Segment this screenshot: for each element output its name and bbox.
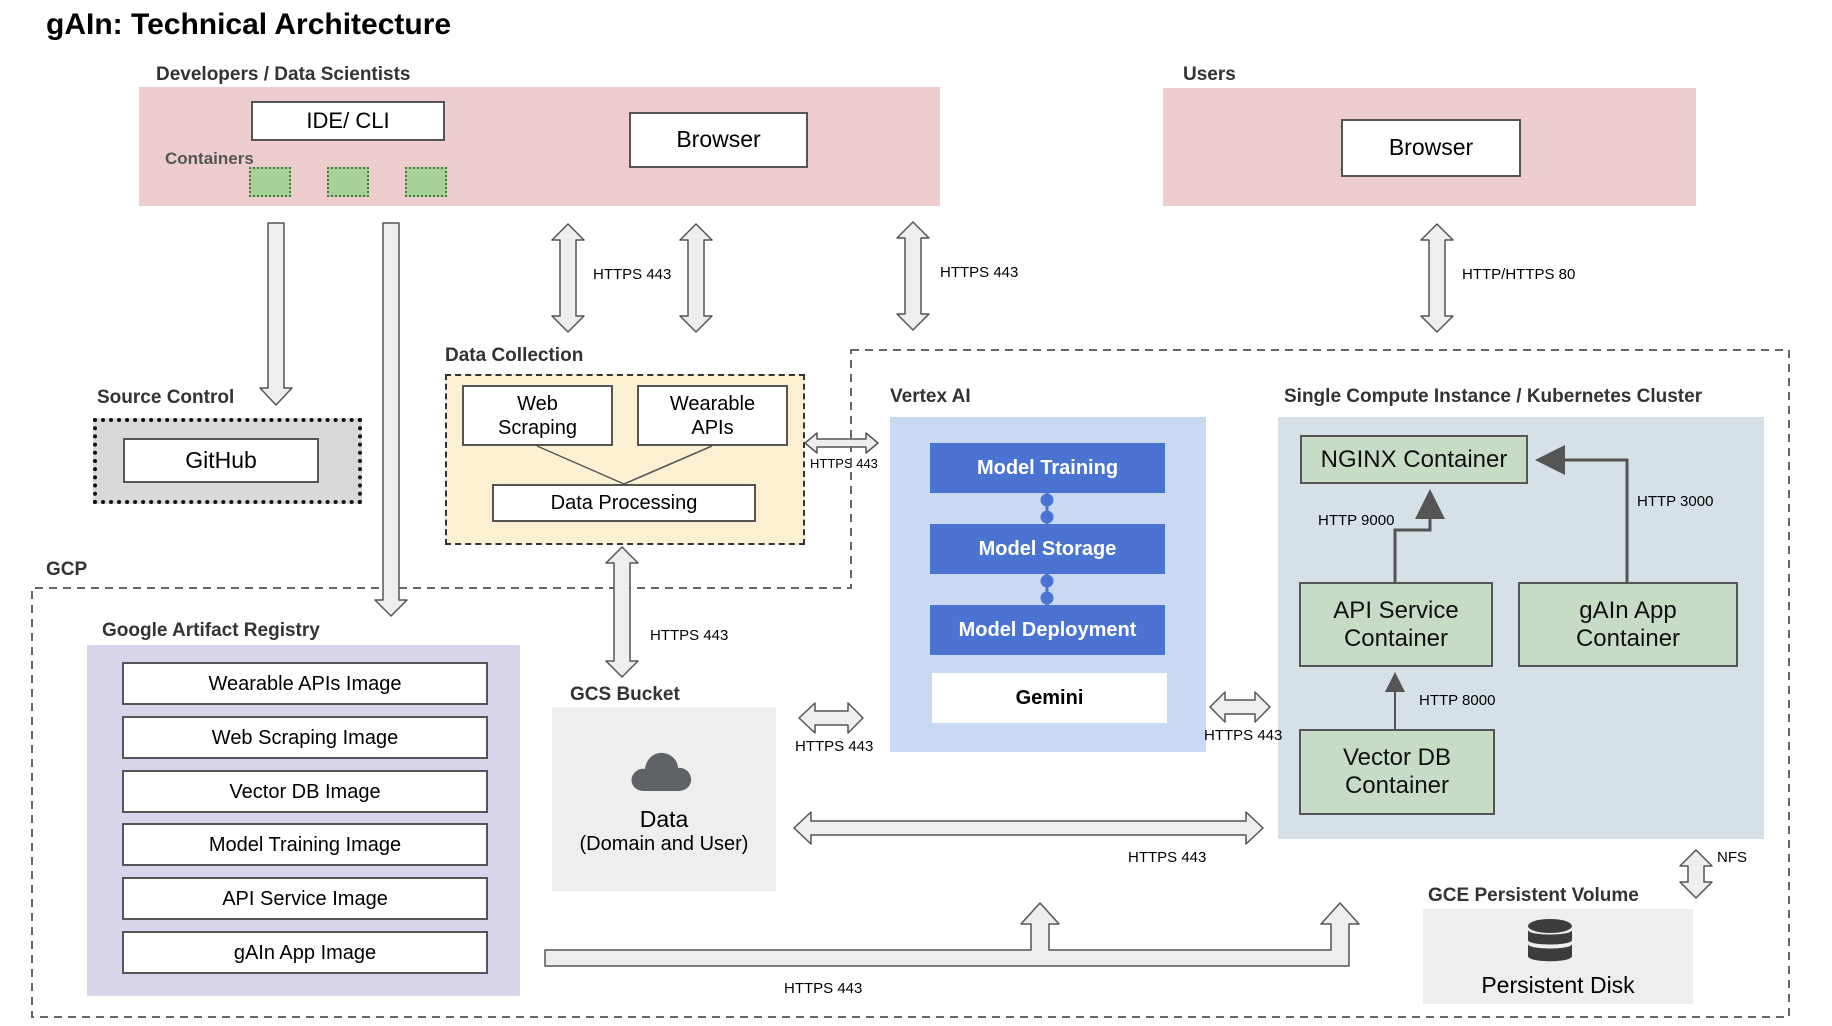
container-3 [405, 167, 447, 197]
arrow-dev-dc-1 [551, 223, 585, 333]
arrow-users-cluster [1420, 223, 1454, 333]
arrow-registry-vertex-cluster [544, 902, 1360, 967]
gcs-bucket-title: GCS Bucket [570, 684, 680, 705]
web-scraping-image: Web Scraping Image [122, 716, 488, 759]
vertex-dotted-connectors [1040, 493, 1054, 605]
wearable-to-processing-line [623, 445, 713, 485]
label-https-443-gcs-cluster: HTTPS 443 [1128, 849, 1207, 866]
persistent-disk-label: Persistent Disk [1481, 972, 1635, 998]
cloud-icon [631, 752, 692, 791]
label-nfs: NFS [1717, 849, 1747, 866]
github-box: GitHub [123, 438, 319, 483]
label-https-443-registry: HTTPS 443 [784, 980, 863, 997]
gcs-data-label: Data [639, 806, 689, 832]
arrow-cluster-pv [1679, 849, 1713, 899]
users-title: Users [1183, 64, 1236, 85]
label-https-443-dc-gcs: HTTPS 443 [650, 627, 729, 644]
model-storage-box: Model Storage [930, 524, 1165, 574]
gain-to-nginx-arrow [1535, 445, 1629, 582]
user-browser-box: Browser [1341, 119, 1521, 177]
cluster-title: Single Compute Instance / Kubernetes Clu… [1284, 386, 1703, 407]
developers-title: Developers / Data Scientists [156, 64, 411, 85]
label-https-443-vertex: HTTPS 443 [940, 264, 1019, 281]
wearable-apis-image: Wearable APIs Image [122, 662, 488, 705]
data-collection-title: Data Collection [445, 345, 584, 366]
vector-db-container: Vector DB Container [1299, 729, 1495, 815]
containers-label: Containers [165, 149, 254, 168]
persistent-volume-title: GCE Persistent Volume [1428, 885, 1639, 906]
arrow-dc-vertex [804, 432, 879, 454]
ide-cli-box: IDE/ CLI [251, 101, 445, 141]
diagram-title: gAIn: Technical Architecture [46, 8, 452, 41]
nginx-container: NGINX Container [1300, 435, 1528, 484]
arrow-gcs-vertex [798, 702, 864, 734]
gcs-data-sublabel: (Domain and User) [579, 833, 749, 855]
label-https-443-vertex-cluster: HTTPS 443 [1204, 727, 1283, 744]
gemini-box: Gemini [932, 673, 1167, 723]
label-https-443-dev-browser: HTTPS 443 [593, 266, 672, 283]
web-scraping-box: Web Scraping [462, 385, 613, 446]
arrow-dev-to-github [259, 222, 293, 406]
gain-app-image: gAIn App Image [122, 931, 488, 974]
model-training-image: Model Training Image [122, 823, 488, 866]
database-icon [1528, 919, 1572, 962]
label-http-3000: HTTP 3000 [1637, 493, 1714, 510]
label-http-9000: HTTP 9000 [1318, 512, 1395, 529]
container-2 [327, 167, 369, 197]
gcp-boundary [31, 349, 1790, 1018]
model-training-box: Model Training [930, 443, 1165, 493]
web-to-processing-line [536, 445, 625, 485]
arrow-dev-dc-2 [679, 223, 713, 333]
model-deployment-box: Model Deployment [930, 605, 1165, 655]
gcp-title: GCP [46, 559, 88, 580]
vector-db-image: Vector DB Image [122, 770, 488, 813]
data-processing-box: Data Processing [492, 484, 756, 522]
label-https-443-dc-vertex: HTTPS 443 [810, 456, 878, 471]
arrow-dev-vertex [896, 221, 930, 331]
arrow-dc-gcs [605, 546, 639, 678]
label-http-8000: HTTP 8000 [1419, 692, 1496, 709]
api-service-image: API Service Image [122, 877, 488, 920]
api-to-nginx-arrow [1393, 489, 1445, 582]
arrow-vertex-cluster [1209, 691, 1271, 723]
source-control-title: Source Control [97, 387, 235, 408]
label-http-https-80: HTTP/HTTPS 80 [1462, 266, 1576, 283]
arrow-dev-to-registry [374, 222, 408, 617]
label-https-443-gcs-vertex: HTTPS 443 [795, 738, 874, 755]
gcs-bucket-group [552, 707, 776, 891]
api-service-container: API Service Container [1299, 582, 1493, 667]
arrow-gcs-cluster [793, 811, 1264, 845]
gain-app-container: gAIn App Container [1518, 582, 1738, 667]
artifact-registry-title: Google Artifact Registry [102, 620, 320, 641]
wearable-apis-box: Wearable APIs [637, 385, 788, 446]
developer-browser-box: Browser [629, 112, 808, 168]
vertex-ai-title: Vertex AI [890, 386, 971, 407]
container-1 [249, 167, 291, 197]
